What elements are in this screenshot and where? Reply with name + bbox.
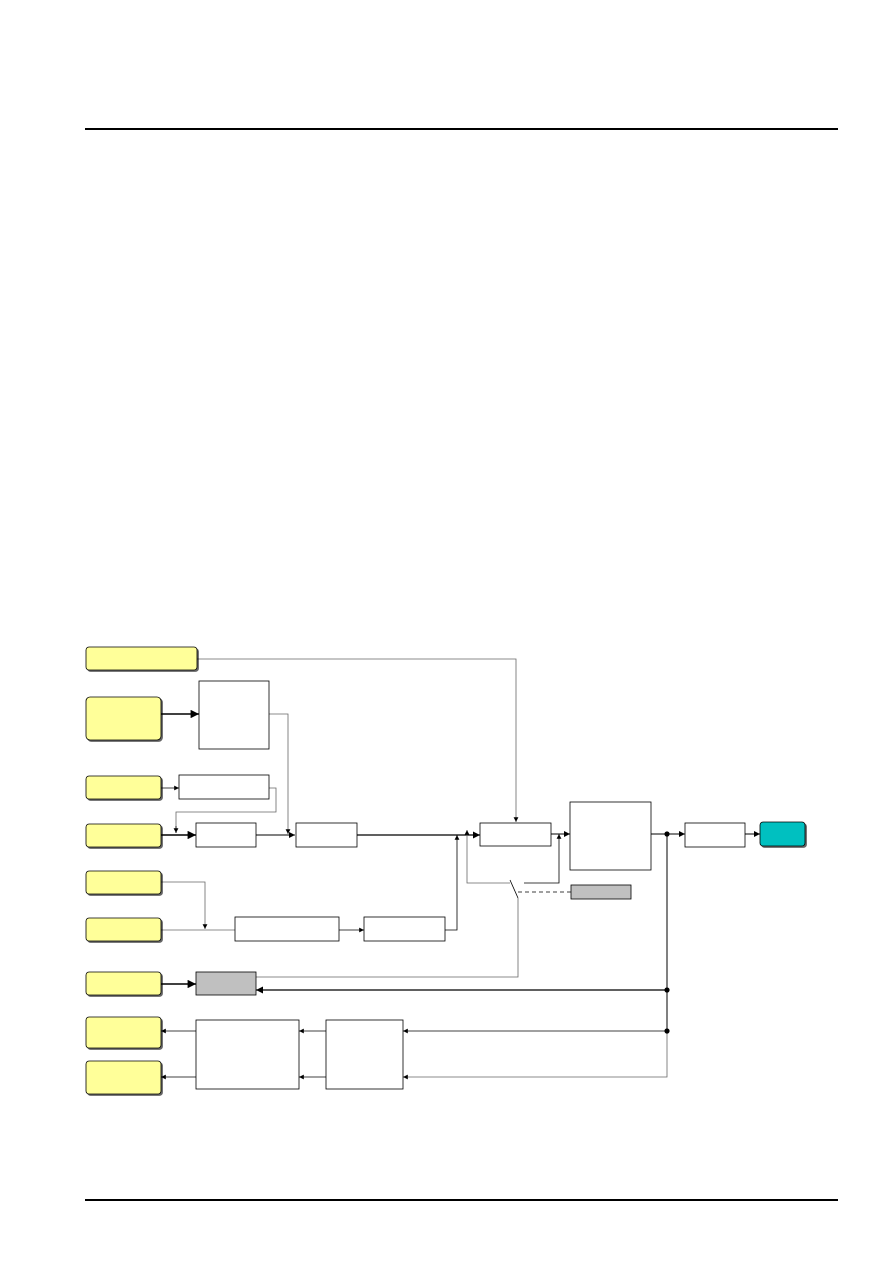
line-blockE-to-sum	[445, 835, 460, 931]
block-D	[234, 916, 340, 942]
connection-lines	[161, 658, 760, 1080]
block-F	[195, 1019, 300, 1090]
block-tall-top	[198, 680, 270, 750]
line-input5-down	[161, 881, 208, 929]
block-A	[195, 822, 257, 848]
block-controller	[569, 801, 652, 871]
shaded-blocks	[195, 884, 632, 996]
line-blockC-to-blockA	[175, 787, 277, 833]
shaded-block-row7	[195, 971, 257, 996]
line-shaded7-to-switch	[256, 898, 519, 978]
junction-dot-feedback-2	[664, 1028, 670, 1034]
block-B	[295, 822, 358, 848]
input-terminal-7	[85, 971, 162, 996]
input-terminal-6	[85, 917, 162, 942]
block-output-stage	[684, 822, 746, 848]
input-terminal-8	[85, 1016, 162, 1049]
shaded-block-switch-control	[570, 884, 632, 900]
input-terminal-9	[85, 1060, 162, 1095]
block-G	[325, 1019, 404, 1090]
function-blocks	[178, 680, 746, 1090]
block-sum	[479, 822, 552, 847]
input-terminal-4	[85, 823, 162, 848]
output-terminal	[759, 821, 806, 847]
line-switch-loop	[464, 830, 510, 884]
input-terminals	[85, 646, 198, 1095]
line-input1-to-sum	[197, 658, 519, 822]
junction-dot-output	[664, 831, 670, 837]
input-terminal-2	[85, 696, 162, 741]
block-C	[178, 774, 270, 800]
input-terminal-1	[85, 646, 198, 671]
line-tallblock-to-blockB	[269, 713, 291, 834]
header-rule	[85, 128, 838, 130]
line-feedback-bus-lower	[403, 1031, 668, 1080]
block-E	[363, 916, 446, 942]
input-terminal-3	[85, 775, 162, 800]
line-switch-to-controller	[524, 834, 562, 884]
input-terminal-5	[85, 870, 162, 895]
footer-rule	[85, 1199, 838, 1201]
junction-dot-feedback-1	[664, 987, 670, 993]
switch-blade	[509, 879, 519, 899]
